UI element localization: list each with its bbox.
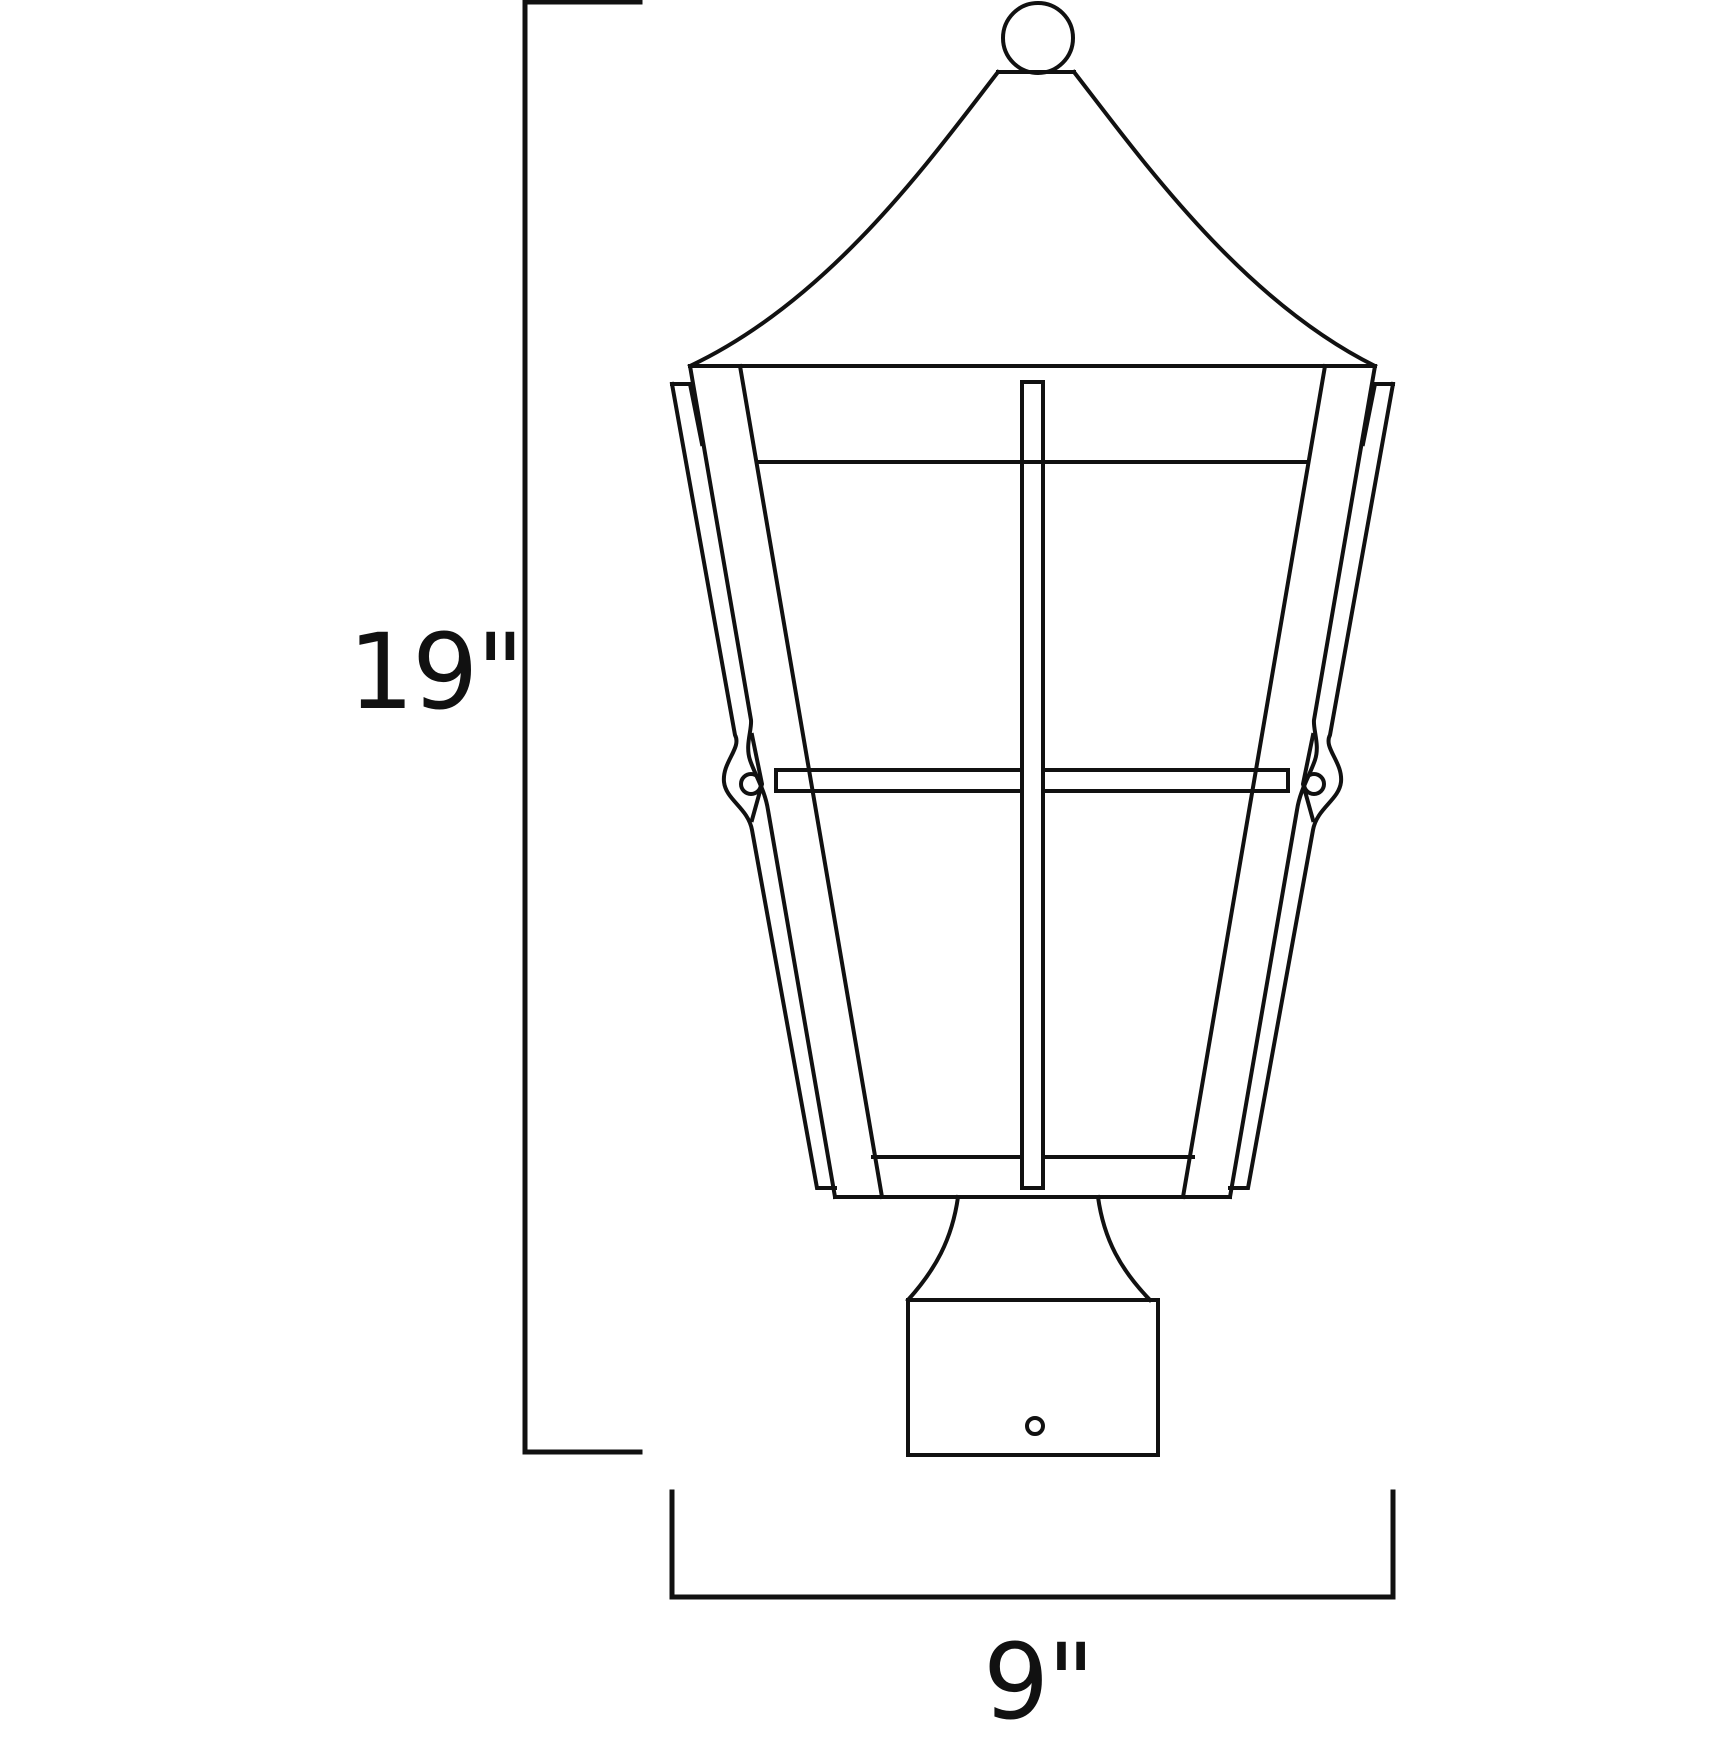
finial-ball (1001, 1, 1075, 75)
height-dimension-bracket (522, 0, 643, 1455)
left-inner-post (737, 363, 885, 1200)
post-fitter (905, 1194, 1160, 1457)
set-screw-hole (1025, 1416, 1045, 1436)
height-dimension-label: 19" (348, 611, 524, 733)
width-dimension-label: 9" (983, 1621, 1095, 1743)
lantern (669, 1, 1396, 1457)
horizontal-mullion (774, 768, 1290, 793)
width-dimension-bracket (669, 1489, 1396, 1600)
right-inner-post (1180, 363, 1328, 1200)
left-outer-strap (669, 363, 838, 1200)
vertical-mullion (1020, 380, 1045, 1190)
right-outer-strap (1227, 363, 1396, 1200)
roof (687, 69, 1378, 369)
